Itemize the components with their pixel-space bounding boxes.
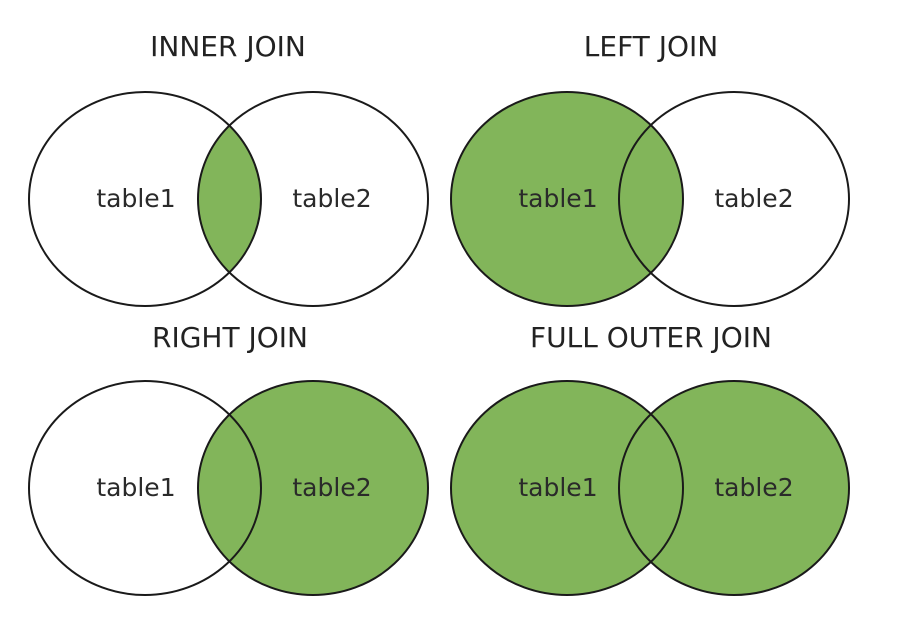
right-join-right-label: table2 xyxy=(292,473,371,502)
left-join-left-circle xyxy=(450,91,684,307)
right-join-left-circle xyxy=(28,380,262,596)
full-join-right-fill xyxy=(619,381,849,595)
left-join-right-circle xyxy=(618,91,850,307)
venn-full-outer-join: FULL OUTER JOIN table1 table2 xyxy=(450,321,850,596)
full-join-left-circle xyxy=(450,380,684,596)
inner-join-title: INNER JOIN xyxy=(150,30,306,63)
full-join-right-circle xyxy=(618,380,850,596)
inner-join-left-circle xyxy=(28,91,262,307)
right-join-title: RIGHT JOIN xyxy=(152,321,308,354)
venn-left-join: LEFT JOIN table1 table2 xyxy=(450,30,850,307)
venn-inner-join: INNER JOIN table1 table2 xyxy=(28,30,429,307)
venn-right-join: RIGHT JOIN table1 table2 xyxy=(28,321,429,596)
full-join-left-fill xyxy=(451,381,683,595)
full-join-left-label: table1 xyxy=(518,473,597,502)
right-join-left-label: table1 xyxy=(96,473,175,502)
full-outer-join-title: FULL OUTER JOIN xyxy=(530,321,772,354)
right-join-right-circle xyxy=(197,380,429,596)
right-join-right-fill xyxy=(198,381,428,595)
full-join-right-label: table2 xyxy=(714,473,793,502)
left-join-left-fill xyxy=(451,92,683,306)
inner-join-left-label: table1 xyxy=(96,184,175,213)
inner-join-right-circle xyxy=(197,91,429,307)
left-join-title: LEFT JOIN xyxy=(584,30,718,63)
left-join-right-label: table2 xyxy=(714,184,793,213)
inner-join-right-label: table2 xyxy=(292,184,371,213)
left-join-left-label: table1 xyxy=(518,184,597,213)
